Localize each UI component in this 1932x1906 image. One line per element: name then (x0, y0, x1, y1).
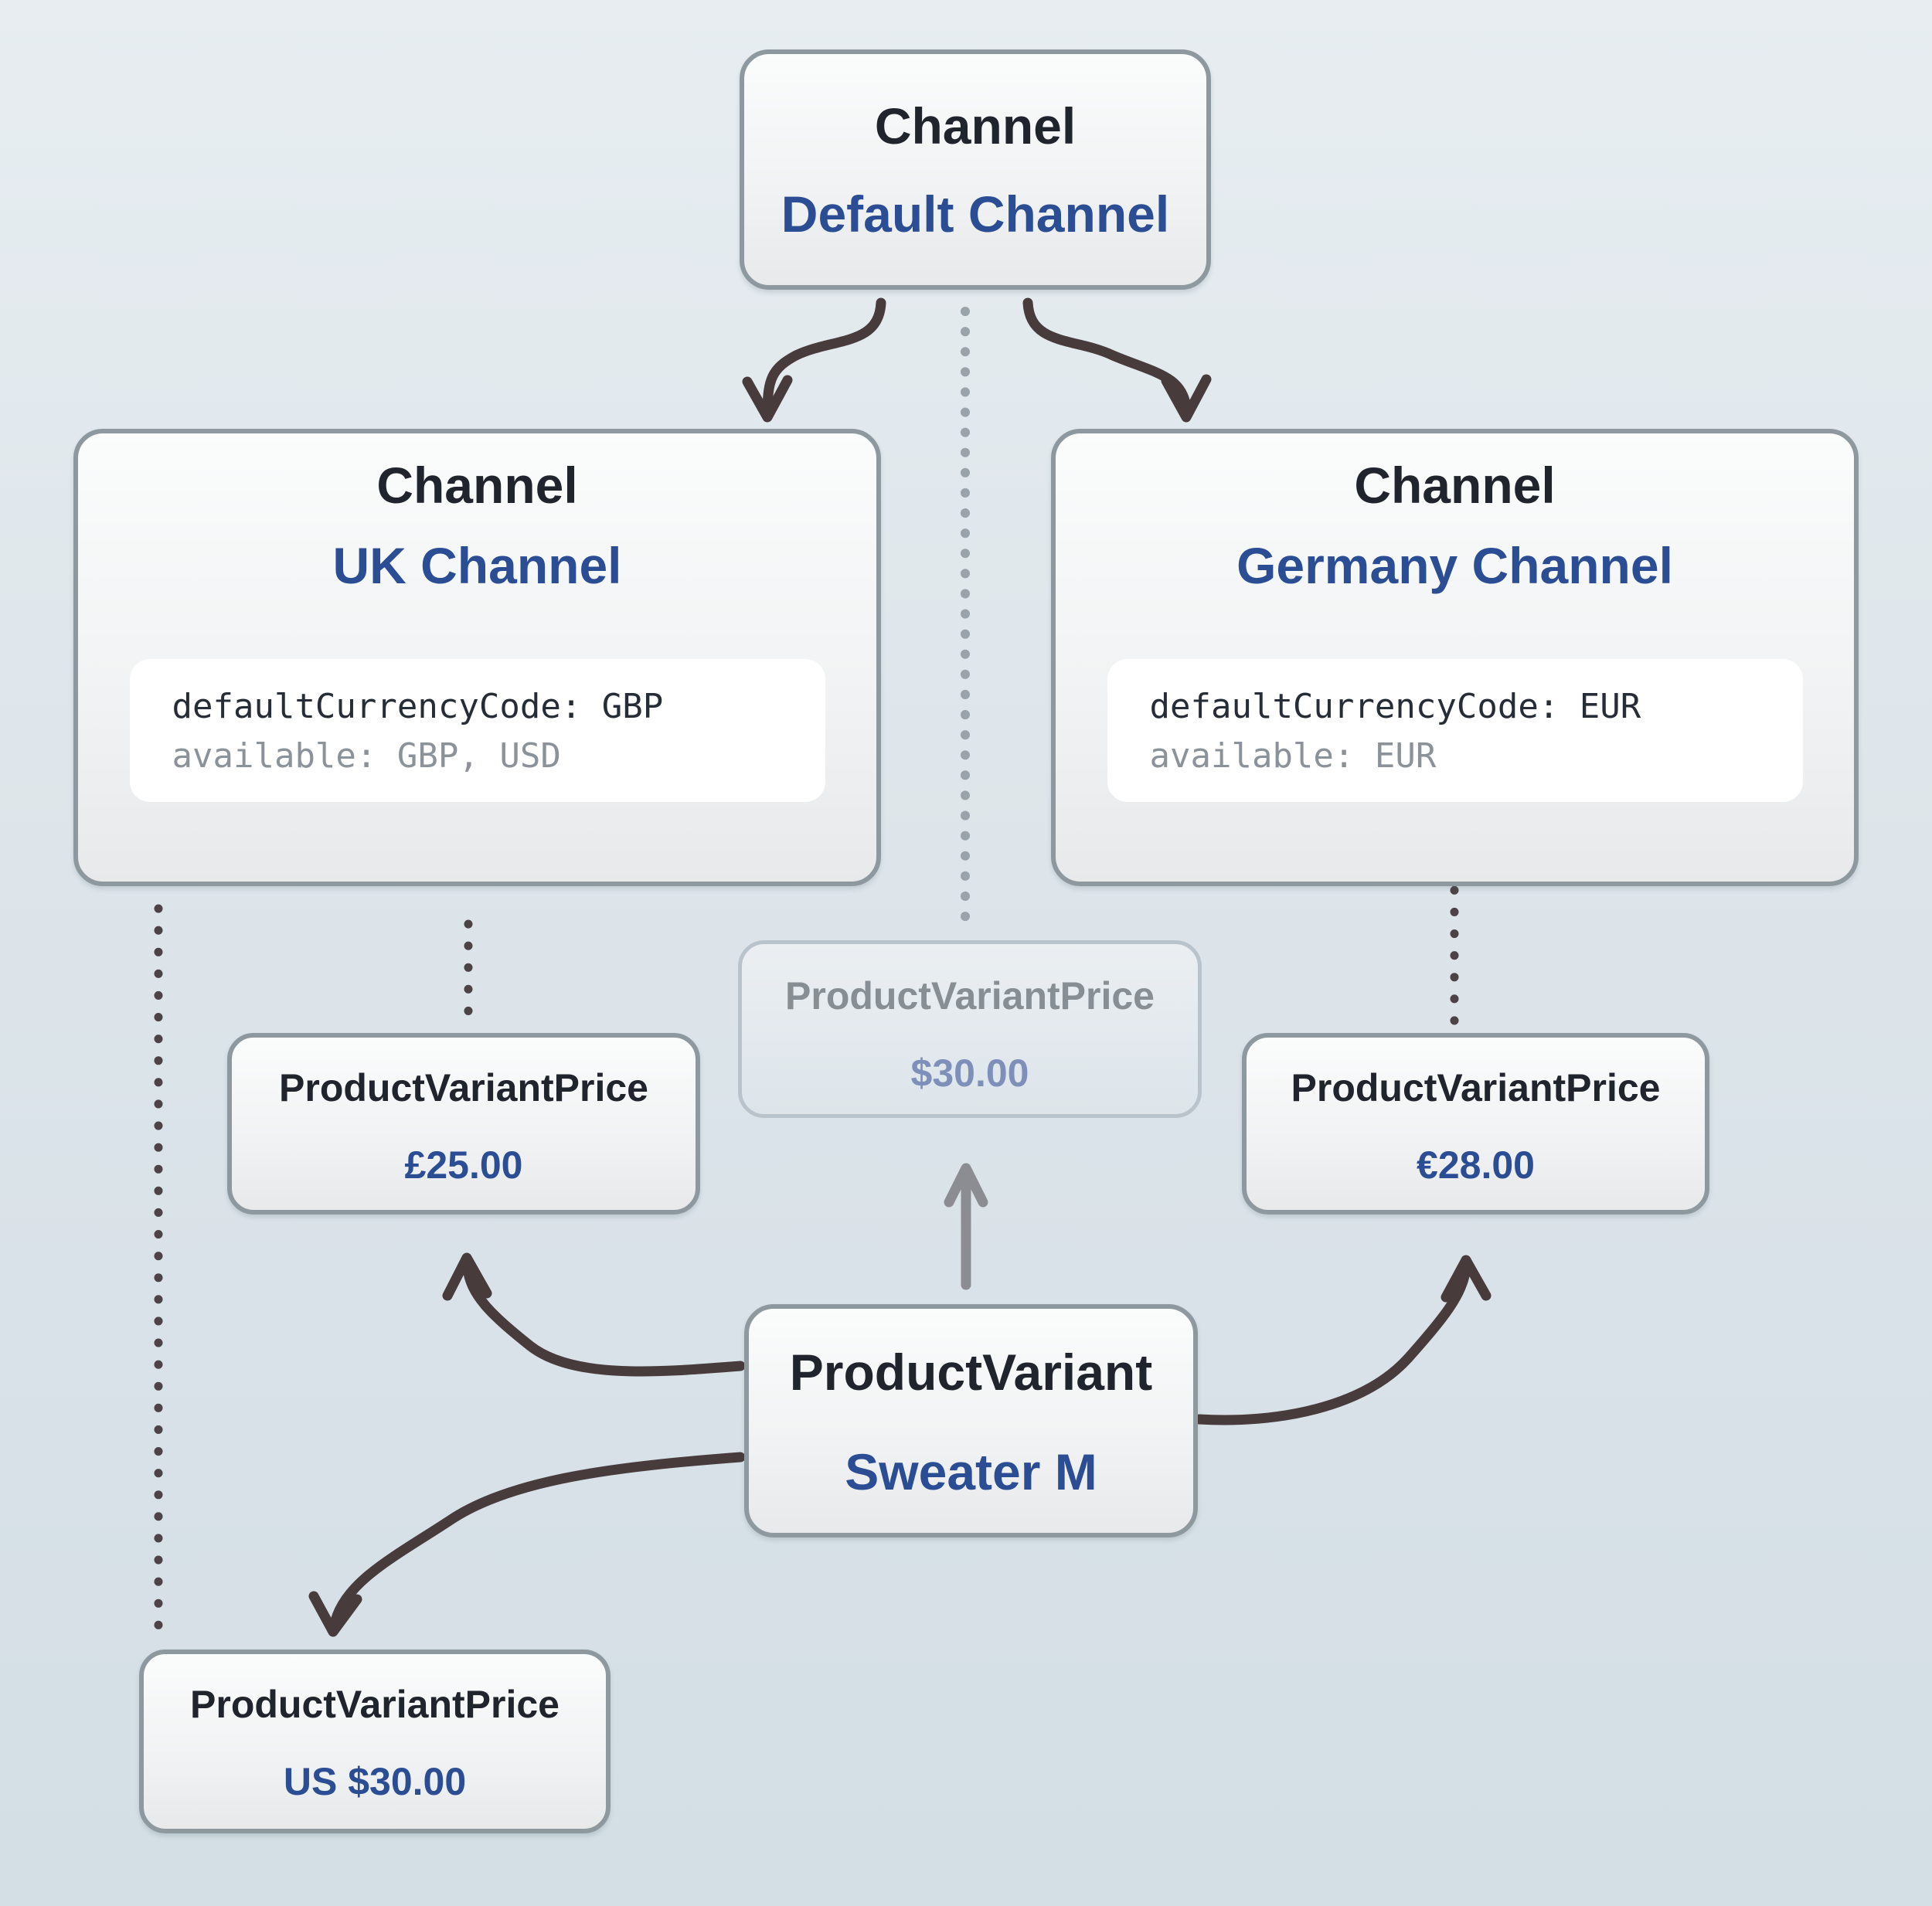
edge-product-variant-to-germany-price-arrow (1194, 1255, 1492, 1425)
node-name-label: Sweater M (845, 1443, 1097, 1500)
node-name-label: Germany Channel (1236, 537, 1673, 594)
node-germany-price: ProductVariantPrice €28.00 (1242, 1033, 1709, 1215)
node-name-label: UK Channel (332, 537, 622, 594)
available-currencies-line: available: GBP, USD (172, 736, 561, 776)
node-type-label: ProductVariantPrice (1291, 1066, 1661, 1109)
edge-product-variant-to-usd-price-arrow (308, 1452, 746, 1637)
node-type-label: ProductVariant (789, 1344, 1153, 1401)
node-type-label: Channel (874, 97, 1077, 155)
edge-default-channel-to-germany-channel-arrow (1022, 297, 1212, 423)
node-type-label: Channel (1354, 457, 1556, 514)
node-type-label: ProductVariantPrice (190, 1683, 560, 1726)
node-type-label: Channel (376, 457, 578, 514)
price-value: $30.00 (910, 1052, 1029, 1095)
available-currencies-line: available: EUR (1149, 736, 1437, 776)
currency-code-panel: defaultCurrencyCode: EUR available: EUR (1107, 659, 1803, 802)
node-default-channel-price: ProductVariantPrice $30.00 (738, 940, 1202, 1118)
node-type-label: ProductVariantPrice (279, 1066, 648, 1109)
node-uk-channel: Channel UK Channel defaultCurrencyCode: … (73, 429, 881, 886)
default-currency-line: defaultCurrencyCode: GBP (172, 687, 664, 726)
default-currency-line: defaultCurrencyCode: EUR (1149, 687, 1641, 726)
node-uk-price: ProductVariantPrice £25.00 (227, 1033, 700, 1215)
node-default-channel: Channel Default Channel (740, 49, 1211, 290)
node-germany-channel: Channel Germany Channel defaultCurrencyC… (1051, 429, 1859, 886)
currency-code-panel: defaultCurrencyCode: GBP available: GBP,… (129, 659, 825, 802)
edge-product-variant-to-default-price-arrow (944, 1163, 988, 1290)
edge-default-channel-to-uk-channel-arrow (742, 297, 886, 423)
node-type-label: ProductVariantPrice (785, 974, 1155, 1018)
price-value: US $30.00 (283, 1760, 467, 1803)
edge-product-variant-to-uk-price-arrow (442, 1252, 746, 1377)
node-usd-price: ProductVariantPrice US $30.00 (139, 1649, 611, 1833)
node-product-variant: ProductVariant Sweater M (744, 1304, 1198, 1537)
price-value: €28.00 (1417, 1143, 1535, 1187)
node-name-label: Default Channel (781, 185, 1170, 243)
price-value: £25.00 (404, 1143, 523, 1187)
